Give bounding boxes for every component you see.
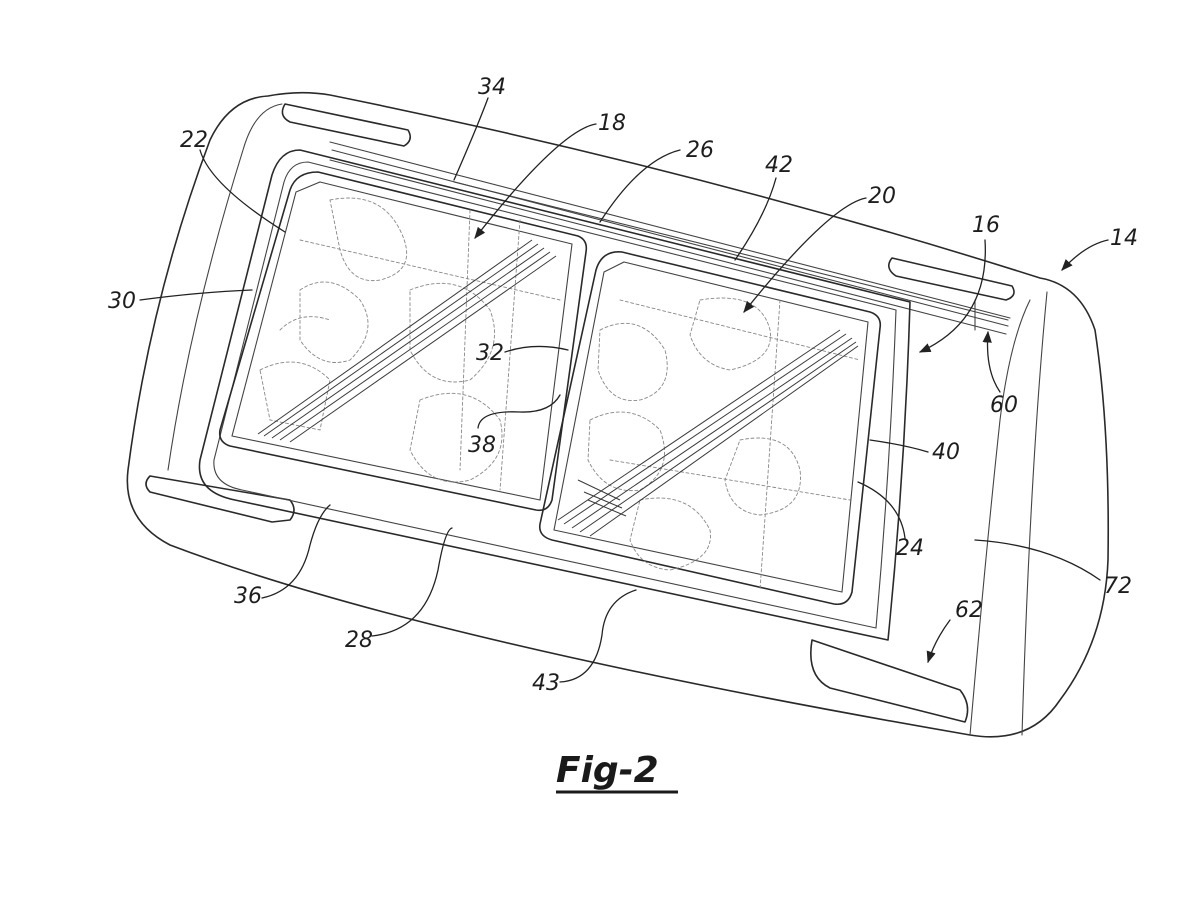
- leader-72: [974, 539, 1101, 581]
- leader-30: [139, 289, 253, 301]
- roof-tracks: [329, 141, 1011, 335]
- label-30: 30: [108, 289, 136, 314]
- label-28: 28: [345, 628, 373, 653]
- label-32: 32: [476, 341, 504, 366]
- label-16: 16: [972, 213, 1000, 238]
- leader-18: [474, 123, 597, 239]
- label-60: 60: [990, 393, 1018, 418]
- label-22: 22: [180, 128, 208, 153]
- leader-34: [453, 97, 489, 181]
- reference-labels: 14 16 18 20 22 24 26 28 30 32 34 36: [108, 75, 1138, 696]
- leader-24: [857, 481, 906, 539]
- leader-62: [926, 619, 951, 664]
- label-38: 38: [468, 433, 496, 458]
- label-72: 72: [1104, 574, 1132, 599]
- leader-16: [918, 239, 986, 353]
- leader-42: [734, 177, 777, 261]
- roof-body: [126, 91, 1110, 738]
- label-42: 42: [765, 153, 793, 178]
- leader-38: [477, 394, 561, 429]
- leader-28: [371, 527, 453, 637]
- label-14: 14: [1110, 226, 1138, 251]
- label-24: 24: [896, 536, 924, 561]
- leader-26: [599, 149, 681, 223]
- label-18: 18: [598, 111, 626, 136]
- figure-label: Fig-2: [556, 750, 659, 791]
- label-62: 62: [955, 598, 983, 623]
- label-20: 20: [868, 184, 896, 209]
- leader-40: [869, 439, 929, 453]
- front-glass-panel: [218, 171, 588, 512]
- leader-20: [743, 197, 867, 313]
- rear-glass-panel: [538, 251, 882, 606]
- leader-36: [261, 504, 331, 599]
- label-36: 36: [234, 584, 262, 609]
- label-43: 43: [532, 671, 560, 696]
- figure-caption: Fig-2: [556, 750, 678, 794]
- leader-60: [982, 330, 1001, 393]
- label-40: 40: [932, 440, 960, 465]
- leader-14: [1061, 239, 1109, 271]
- leader-43: [559, 589, 637, 683]
- label-34: 34: [478, 75, 506, 100]
- leader-22: [199, 149, 286, 233]
- label-26: 26: [686, 138, 714, 163]
- roof-opening: [198, 149, 911, 641]
- leader-32: [504, 345, 569, 353]
